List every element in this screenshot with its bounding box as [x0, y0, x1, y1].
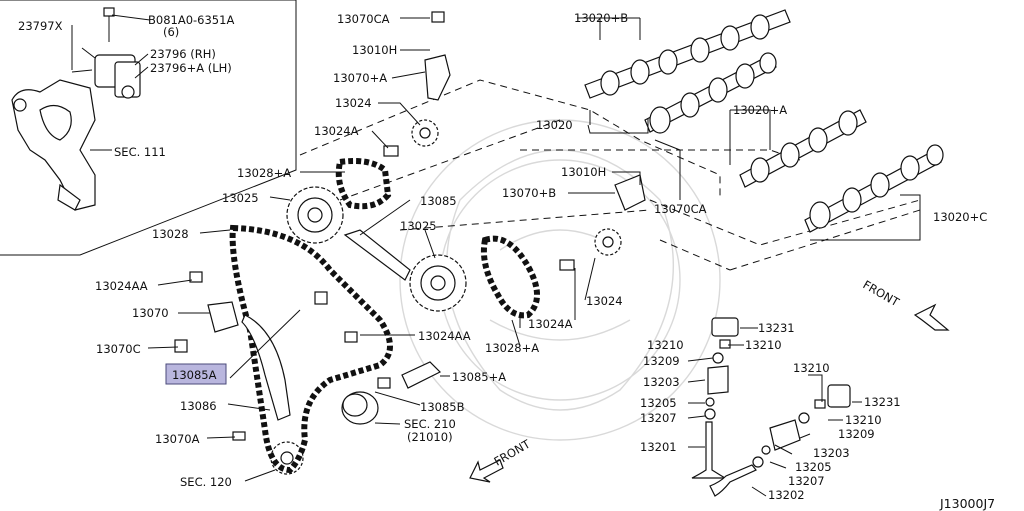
valve-train-b — [709, 384, 851, 497]
inset-bolt — [103, 7, 115, 42]
chain-guide-13085a — [241, 314, 291, 421]
label-13231-a: 13231 — [758, 321, 795, 335]
label-13024a-top: 13024A — [314, 124, 359, 138]
timing-chain-13028a-mid — [480, 235, 540, 319]
sprocket-13024-top — [411, 119, 439, 147]
label-13020b: 13020+B — [574, 11, 628, 25]
front-arrow-right-icon — [913, 303, 950, 331]
sprocket-13025-left — [286, 186, 344, 244]
diagram-code: J13000J7 — [939, 496, 995, 511]
label-13024-top: 13024 — [335, 96, 372, 110]
sprocket-13025-mid — [409, 254, 467, 312]
label-13070b: 13070+B — [502, 186, 556, 200]
label-13024-mid: 13024 — [586, 294, 623, 308]
label-13209-a: 13209 — [643, 354, 680, 368]
label-13085b: 13085B — [420, 400, 465, 414]
labels: 23797X B081A0-6351A (6) 23796 (RH) 23796… — [18, 11, 995, 511]
label-13209-b: 13209 — [838, 427, 875, 441]
label-front-bottom: FRONT — [492, 436, 534, 468]
label-13086: 13086 — [180, 399, 217, 413]
label-13070ca-mid: 13070CA — [654, 202, 707, 216]
label-23796-lh: 23796+A (LH) — [150, 61, 232, 75]
label-13210-b: 13210 — [793, 361, 830, 375]
label-sec-120: SEC. 120 — [180, 475, 232, 489]
label-13024a-mid: 13024A — [528, 317, 573, 331]
label-front-right: FRONT — [861, 277, 903, 309]
camshaft-13020 — [644, 52, 777, 134]
inset-cover-bracket — [11, 79, 96, 211]
label-sec-111: SEC. 111 — [114, 145, 166, 159]
label-13203-a: 13203 — [643, 375, 680, 389]
camshaft-13020b — [584, 9, 791, 99]
label-13020c: 13020+C — [933, 210, 987, 224]
label-13024aa-mid: 13024AA — [418, 329, 471, 343]
chain-guide-13085 — [343, 229, 411, 281]
valve-train-a — [691, 317, 739, 479]
label-13085a-plus: 13085+A — [452, 370, 506, 384]
guide-13085a-plus — [401, 361, 442, 389]
label-13020a: 13020+A — [733, 103, 787, 117]
label-13085: 13085 — [420, 194, 457, 208]
label-13024aa-left: 13024AA — [95, 279, 148, 293]
label-13210-a-left: 13210 — [647, 338, 684, 352]
label-13025-left: 13025 — [222, 191, 259, 205]
camshaft-13020a — [739, 109, 867, 188]
label-13070a-top: 13070+A — [333, 71, 387, 85]
label-13070ca-top: 13070CA — [337, 12, 390, 26]
label-23797x: 23797X — [18, 19, 63, 33]
label-13070c: 13070C — [96, 342, 141, 356]
label-13028: 13028 — [152, 227, 189, 241]
label-13231-b: 13231 — [864, 395, 901, 409]
label-13028a-mid: 13028+A — [485, 341, 539, 355]
label-13070: 13070 — [132, 306, 169, 320]
camshaft-13020c — [804, 144, 944, 233]
inset-solenoid-valve — [71, 47, 141, 99]
label-13025-mid: 13025 — [400, 219, 437, 233]
label-13028a-top: 13028+A — [237, 166, 291, 180]
label-13070a-bottom: 13070A — [155, 432, 200, 446]
timing-chain-13028a-top — [335, 158, 392, 210]
timing-chain-13028 — [229, 224, 393, 474]
bolts — [174, 11, 575, 441]
label-13010h-top: 13010H — [352, 43, 397, 57]
leader-lines — [71, 14, 921, 497]
label-081a0-qty: (6) — [163, 25, 179, 39]
label-13010h-mid: 13010H — [561, 165, 606, 179]
label-sec-210: SEC. 210 — [404, 417, 456, 431]
highlight-13085a — [165, 363, 227, 385]
pulley-sec210 — [341, 391, 379, 425]
tensioner-13070b — [614, 174, 646, 211]
label-13207-a: 13207 — [640, 411, 677, 425]
label-13205-b: 13205 — [795, 460, 832, 474]
cam-dashed-guides — [299, 79, 921, 271]
label-13020: 13020 — [536, 118, 573, 132]
label-13202: 13202 — [768, 488, 805, 502]
front-arrow-bottom-icon — [469, 459, 504, 483]
label-081a0-6351a: B081A0-6351A — [148, 13, 234, 27]
tensioner-13070 — [207, 301, 239, 333]
inset-box — [0, 0, 297, 256]
sprocket-13024-mid — [594, 228, 622, 256]
tensioner-13070ca-top — [424, 54, 451, 101]
label-13201: 13201 — [640, 440, 677, 454]
label-13205-a: 13205 — [640, 396, 677, 410]
label-13207-b: 13207 — [788, 474, 825, 488]
label-13210-a: 13210 — [745, 338, 782, 352]
label-23796-rh: 23796 (RH) — [150, 47, 216, 61]
label-21010: (21010) — [407, 430, 453, 444]
label-13203-b: 13203 — [813, 446, 850, 460]
label-13085a: 13085A — [172, 368, 217, 382]
label-13210-c: 13210 — [845, 413, 882, 427]
